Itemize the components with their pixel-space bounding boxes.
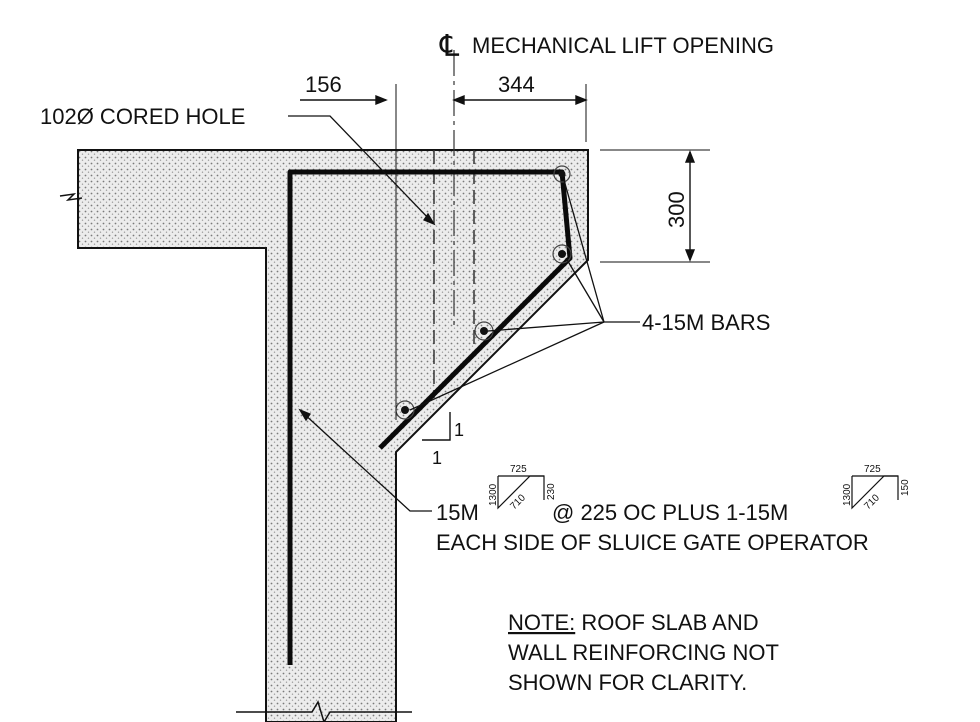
cored-hole-lines (433, 150, 475, 398)
note-line2: WALL REINFORCING NOT (508, 640, 779, 665)
note-line1: NOTE: ROOF SLAB AND (508, 610, 759, 635)
wall-break-line (236, 700, 412, 722)
note-line1-rest: ROOF SLAB AND (575, 610, 758, 635)
note-line3: SHOWN FOR CLARITY. (508, 670, 747, 695)
shape1-left: 1300 (488, 483, 499, 506)
slab-break-line (59, 192, 83, 202)
rebar-note-leader (298, 408, 432, 512)
shape2-left: 1300 (842, 483, 853, 506)
bars-label: 4-15M BARS (642, 310, 770, 335)
slope-rise: 1 (454, 420, 464, 440)
rebar-note-line2: EACH SIDE OF SLUICE GATE OPERATOR (436, 530, 869, 555)
slope-run: 1 (432, 448, 442, 468)
shape1-right: 230 (546, 483, 557, 500)
shape2-right: 150 (900, 479, 911, 496)
bar-2 (552, 244, 572, 264)
cored-hole-label: 102Ø CORED HOLE (40, 104, 245, 129)
cored-hole-leader (288, 115, 436, 226)
dim-300-label: 300 (664, 191, 689, 228)
note-heading: NOTE: (508, 610, 575, 635)
concrete-section (77, 149, 589, 722)
bar-1 (553, 165, 571, 183)
shape2-top: 725 (864, 464, 881, 475)
bar-shape-2: 725 1300 710 150 (842, 464, 911, 512)
dimension-156 (300, 84, 397, 420)
dim-156-label: 156 (305, 72, 342, 97)
dimension-344 (452, 84, 588, 142)
rebar-note-middle: @ 225 OC PLUS 1-15M (552, 500, 788, 525)
shape1-top: 725 (510, 464, 527, 475)
dim-344-label: 344 (498, 72, 535, 97)
dimension-300 (600, 149, 710, 263)
rebar-note-prefix: 15M (436, 500, 479, 525)
centerline-label: MECHANICAL LIFT OPENING (472, 33, 774, 58)
bar-shape-1: 725 1300 710 230 (488, 464, 557, 512)
centerline-icon: ℄ (439, 30, 460, 63)
slope-marker (422, 412, 451, 441)
bars-leaders (409, 179, 640, 411)
